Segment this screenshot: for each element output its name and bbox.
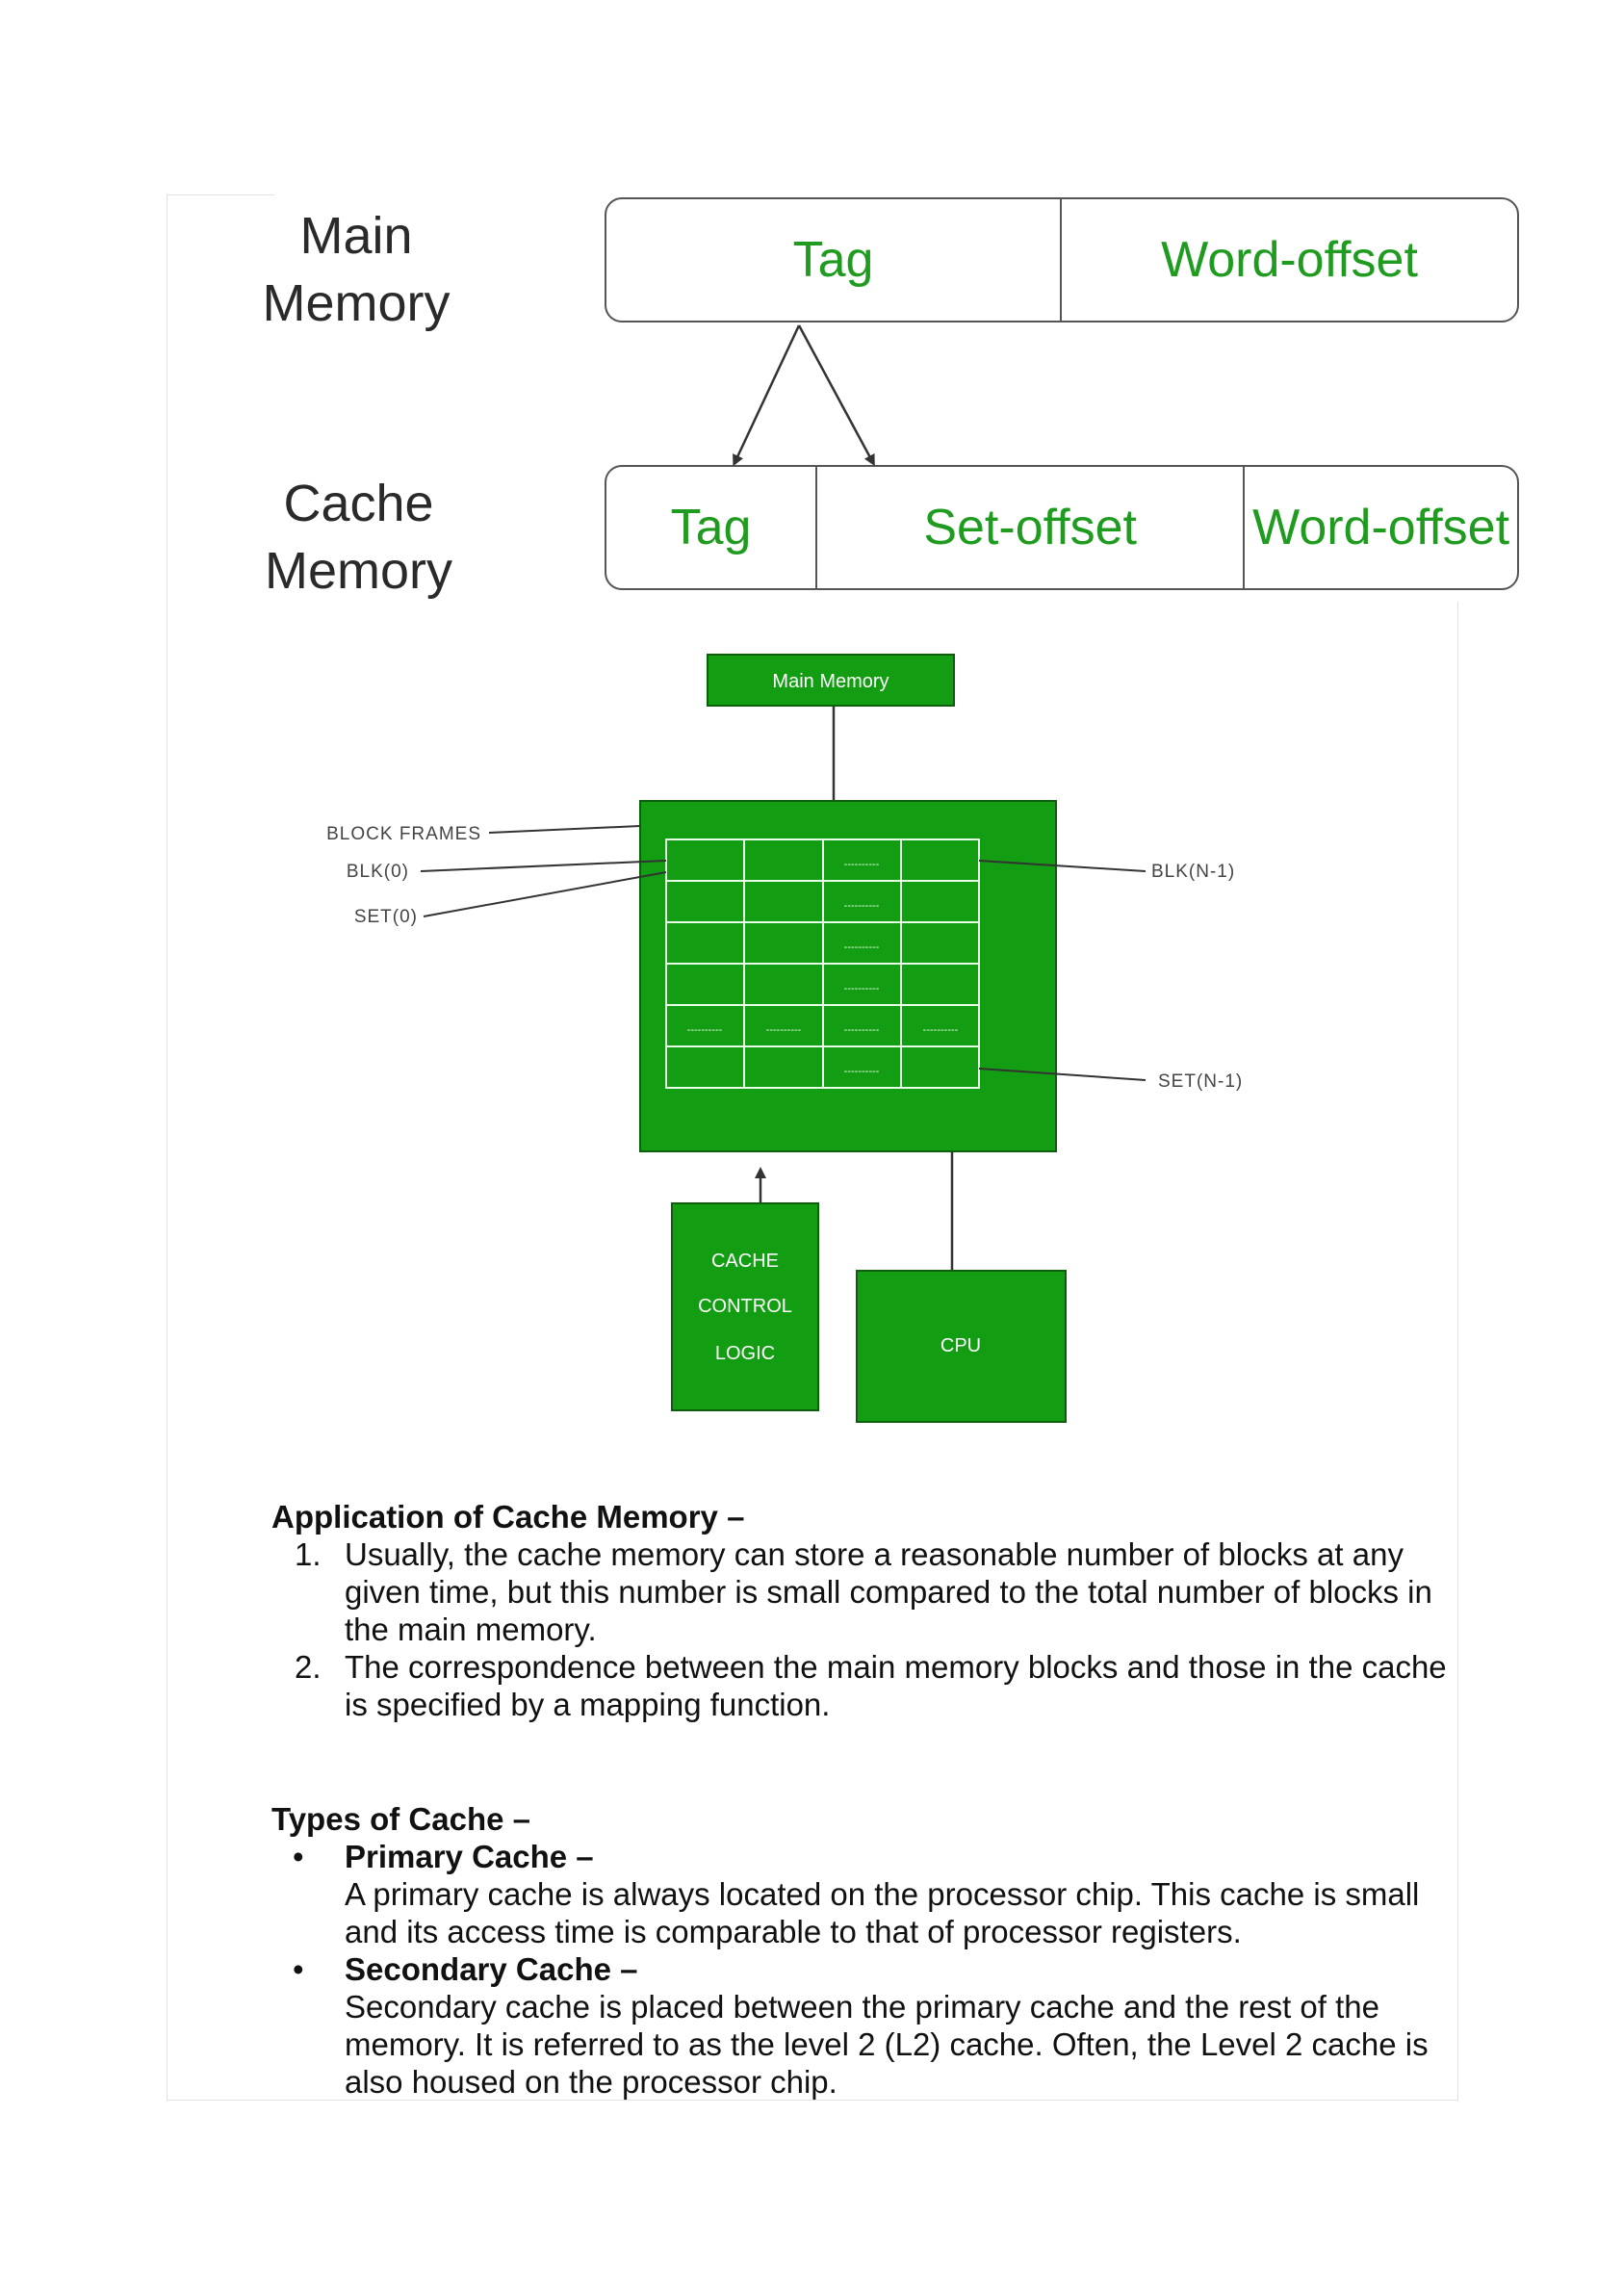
- cache-control-line-3: LOGIC: [715, 1343, 775, 1364]
- types-heading: Types of Cache –: [271, 1801, 530, 1837]
- types-list: • Primary Cache – A primary cache is alw…: [271, 1838, 1456, 2101]
- list-item: 2. The correspondence between the main m…: [271, 1648, 1456, 1723]
- types-section: Types of Cache – • Primary Cache – A pri…: [271, 1800, 1456, 2101]
- application-section: Application of Cache Memory – 1. Usually…: [271, 1498, 1456, 1723]
- cache-tag-field: Tag: [606, 467, 818, 588]
- grid-dash: ----------: [923, 1024, 959, 1036]
- grid-dash: ----------: [844, 983, 880, 994]
- list-number: 2.: [295, 1649, 322, 1685]
- list-item: 1. Usually, the cache memory can store a…: [271, 1535, 1456, 1648]
- mapping-arrows: [733, 324, 875, 467]
- grid-dash: ----------: [844, 859, 880, 870]
- list-number: 1.: [295, 1536, 322, 1572]
- cache-set-offset-field: Set-offset: [817, 467, 1246, 588]
- application-list: 1. Usually, the cache memory can store a…: [271, 1535, 1456, 1723]
- bullet-icon: •: [293, 1839, 304, 1874]
- cache-word-offset-field: Word-offset: [1252, 500, 1510, 555]
- grid-dash: ----------: [844, 942, 880, 953]
- grid-dash: ----------: [687, 1024, 723, 1036]
- grid-dash: ----------: [844, 1066, 880, 1077]
- set0-label: SET(0): [354, 907, 418, 927]
- bullet-icon: •: [293, 1951, 304, 1987]
- cache-control-line-1: CACHE: [711, 1251, 779, 1272]
- cache-control-line-2: CONTROL: [698, 1296, 792, 1317]
- cpu-label: CPU: [940, 1335, 981, 1356]
- main-memory-box: Main Memory: [707, 654, 955, 707]
- blkn-label: BLK(N-1): [1151, 862, 1235, 882]
- block-frames-label: BLOCK FRAMES: [326, 824, 481, 844]
- list-item: • Secondary Cache – Secondary cache is p…: [271, 1950, 1456, 2101]
- grid-dash: ----------: [844, 900, 880, 912]
- setn-label: SET(N-1): [1158, 1071, 1243, 1092]
- grid-dash: ----------: [766, 1024, 802, 1036]
- grid-placeholders: ---------- ---------- ---------- -------…: [687, 859, 959, 1077]
- secondary-cache-title: Secondary Cache –: [345, 1951, 638, 1987]
- main-memory-box-label: Main Memory: [772, 671, 889, 692]
- application-heading: Application of Cache Memory –: [271, 1499, 745, 1535]
- primary-cache-body: A primary cache is always located on the…: [345, 1876, 1420, 1949]
- list-item: • Primary Cache – A primary cache is alw…: [271, 1838, 1456, 1950]
- cache-grid: [665, 838, 980, 1089]
- main-memory-address-format: Tag Word-offset: [605, 197, 1519, 322]
- main-tag-field: Tag: [606, 199, 1062, 321]
- cache-organization-diagram: Main Memory ---------- ---------- ------…: [326, 324, 1243, 1423]
- main-memory-label: Main Memory: [262, 207, 451, 332]
- cache-memory-address-format: Tag Set-offset Word-offset: [605, 465, 1519, 590]
- cache-memory-label: Cache Memory: [264, 475, 452, 600]
- secondary-cache-body: Secondary cache is placed between the pr…: [345, 1989, 1429, 2100]
- blk0-label: BLK(0): [347, 862, 409, 882]
- diagram-labels: [420, 825, 1146, 1081]
- cache-control-logic-box: CACHE CONTROL LOGIC: [671, 1202, 819, 1411]
- primary-cache-title: Primary Cache –: [345, 1839, 594, 1874]
- application-item-1: Usually, the cache memory can store a re…: [345, 1536, 1432, 1647]
- application-item-2: The correspondence between the main memo…: [345, 1649, 1447, 1722]
- cache-block: ---------- ---------- ---------- -------…: [639, 800, 1057, 1152]
- grid-dash: ----------: [844, 1024, 880, 1036]
- main-word-offset-field: Word-offset: [1161, 232, 1418, 288]
- cpu-box: CPU: [856, 1270, 1067, 1423]
